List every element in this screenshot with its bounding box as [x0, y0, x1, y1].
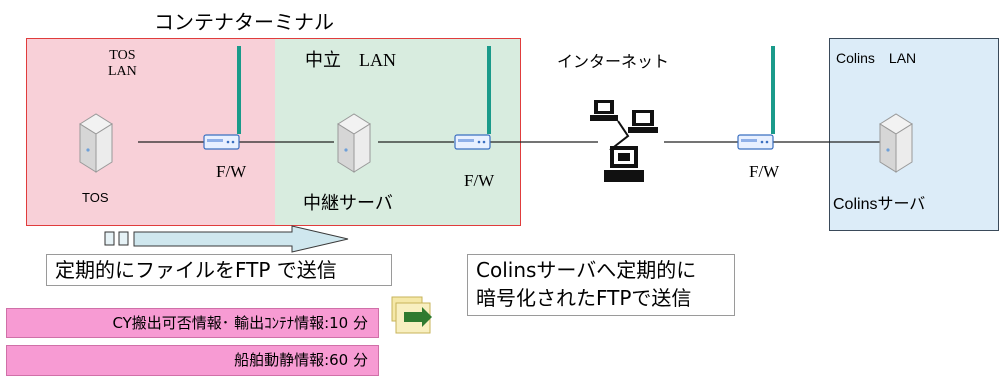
fw1-router-icon	[203, 134, 240, 150]
internet-computers-icon	[590, 100, 658, 182]
diagram-title: コンテナターミナル	[154, 12, 334, 34]
neutral-lan-zone	[275, 38, 521, 226]
tos-lan-zone	[26, 38, 276, 226]
fw2-label: F/W	[464, 171, 495, 190]
folder-transfer-icon	[391, 296, 432, 334]
tos-server-icon	[79, 113, 113, 173]
packet-box-2	[118, 231, 129, 246]
encrypted-ftp-note: Colinsサーバへ定期的に 暗号化されたFTPで送信	[467, 254, 735, 316]
fw2-router-icon	[454, 134, 491, 150]
fw3-label: F/W	[749, 162, 780, 181]
encrypted-ftp-line1: Colinsサーバへ定期的に	[476, 258, 697, 282]
neutral-lan-label: 中立 LAN	[305, 50, 396, 70]
colins-server-icon	[879, 113, 913, 173]
internet-label: インターネット	[557, 54, 670, 71]
fw2-antenna	[487, 46, 491, 134]
encrypted-ftp-line2: 暗号化されたFTPで送信	[476, 286, 692, 310]
tos-lan-label: TOS LAN	[108, 48, 137, 79]
relay-server-label: 中継サーバ	[303, 193, 393, 213]
transfer-arrow	[133, 225, 349, 253]
cy-info-bar: CY搬出可否情報･ 輸出ｺﾝﾃﾅ情報:10 分	[6, 308, 379, 338]
fw1-antenna	[237, 46, 241, 134]
relay-server-icon	[337, 113, 371, 173]
vessel-info-bar: 船舶動静情報:60 分	[6, 345, 379, 376]
fw3-antenna	[771, 46, 775, 134]
colins-lan-label: Colins LAN	[836, 50, 917, 66]
fw1-label: F/W	[216, 162, 247, 181]
tos-server-label: TOS	[82, 190, 109, 205]
fw3-router-icon	[737, 134, 774, 150]
colins-server-label: Colinsサーバ	[833, 196, 926, 213]
periodic-ftp-note: 定期的にファイルをFTP で送信	[46, 254, 392, 286]
packet-box-1	[104, 231, 115, 246]
colins-lan-zone	[829, 38, 999, 231]
